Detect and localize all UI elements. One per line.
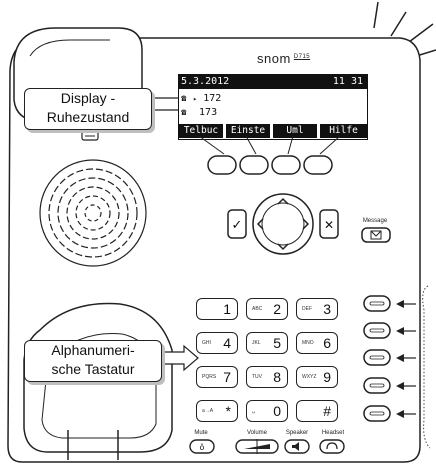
keypad-callout-arrow (159, 344, 199, 372)
arrow-left-icon (256, 218, 264, 230)
display-date: 5.3.2012 (181, 76, 230, 87)
check-icon: ✓ (232, 218, 243, 233)
keypad-key-letters: DEF (302, 306, 312, 312)
speaker-icon (292, 442, 299, 451)
keypad-key-digit: 1 (223, 301, 231, 317)
keypad-key-6[interactable]: MNO 6 (296, 332, 338, 354)
keypad-key-letters: MNO (302, 340, 314, 346)
envelope-icon (370, 230, 382, 240)
cancel-button[interactable] (319, 209, 339, 239)
display-status-bar: 5.3.2012 11 31 (179, 75, 367, 89)
keypad-key-letters: WXYZ (302, 374, 317, 380)
mute-button[interactable] (189, 439, 215, 454)
arrow-down-icon (277, 243, 289, 251)
ok-button[interactable] (227, 209, 247, 239)
lcd-display: 5.3.2012 11 31 ☎▸ 172 ☎ 173 Telbuc Einst… (178, 74, 368, 140)
keypad-key-7[interactable]: PQRS 7 (196, 366, 238, 388)
keypad-key-digit: 2 (273, 301, 281, 317)
keypad-key-digit: 9 (323, 369, 331, 385)
keypad-key-0[interactable]: ␣0 (246, 400, 288, 422)
keypad-key-letters: JKL (252, 340, 261, 346)
message-button[interactable] (360, 226, 392, 244)
softkey-connectors (198, 136, 341, 155)
function-key-2[interactable] (363, 322, 391, 339)
phone-line-icon: ☎ (181, 94, 187, 104)
bottom-key-row: ǒ (189, 439, 345, 454)
function-keys (363, 295, 391, 422)
arrow-up-icon (277, 197, 289, 205)
keypad-key-digit: 4 (223, 335, 231, 351)
function-key-5[interactable] (363, 405, 391, 422)
keypad-key-letters: a→A (202, 408, 214, 414)
keypad-key-letters: TUV (252, 374, 262, 380)
keypad-key-digit: 6 (323, 335, 331, 351)
softkey-label-transfer: Uml (273, 124, 317, 138)
keypad-key-digit: 3 (323, 301, 331, 317)
volume-label: Volume (246, 430, 267, 436)
keypad-key-digit: 7 (223, 369, 231, 385)
mute-label: Mute (194, 430, 208, 436)
keypad-key-1[interactable]: 1 (196, 298, 238, 320)
keypad-key-letters: GHI (202, 340, 211, 346)
speaker-grille (39, 159, 147, 267)
message-label: Message (362, 218, 388, 224)
arrow-right-icon (302, 218, 310, 230)
softkey-4[interactable] (303, 155, 333, 175)
softkey-label-settings: Einste (226, 124, 270, 138)
function-key-arrows (396, 300, 404, 418)
keypad-key-letters: ABC (252, 306, 263, 312)
function-key-4[interactable] (363, 377, 391, 394)
softkey-1[interactable] (207, 155, 237, 175)
navigation-center (261, 202, 305, 246)
microphone-icon: ǒ (200, 442, 205, 452)
function-keys-bracket (422, 285, 431, 449)
keypad-key-2[interactable]: ABC 2 (246, 298, 288, 320)
headset-icon (326, 442, 338, 450)
keypad-key-9[interactable]: WXYZ 9 (296, 366, 338, 388)
keypad-key-letters: ␣ (252, 408, 256, 414)
keypad-key-4[interactable]: GHI 4 (196, 332, 238, 354)
display-line-2: ☎ 173 (181, 107, 218, 118)
keypad-key-star[interactable]: a→A * (196, 400, 238, 422)
keypad-key-hash[interactable]: # (296, 400, 338, 422)
softkey-label-help: Hilfe (320, 124, 367, 138)
softkey-label-phonebook: Telbuc (179, 124, 223, 138)
keypad-key-digit: 5 (273, 335, 281, 351)
softkey-2[interactable] (239, 155, 269, 175)
function-key-1[interactable] (363, 295, 391, 312)
softkey-row (207, 155, 333, 175)
display-callout: Display - Ruhezustand (24, 88, 152, 130)
display-line-1: ☎▸ 172 (181, 93, 222, 104)
keypad-key-digit: # (323, 403, 331, 419)
softkey-3[interactable] (271, 155, 301, 175)
headset-label: Headset (321, 430, 345, 436)
phone-line-icon: ☎ (181, 108, 187, 118)
display-time: 11 31 (332, 76, 363, 87)
keypad-key-5[interactable]: JKL 5 (246, 332, 288, 354)
speaker-label: Speaker (285, 430, 309, 436)
keypad-key-letters: PQRS (202, 374, 217, 380)
keypad-key-3[interactable]: DEF 3 (296, 298, 338, 320)
cancel-icon: ✕ (324, 218, 334, 232)
keypad-key-digit: * (225, 403, 231, 419)
function-key-3[interactable] (363, 349, 391, 366)
keypad-key-digit: 0 (273, 403, 281, 419)
navigation-cluster: ✓ ✕ (227, 193, 339, 255)
keypad-callout: Alphanumeri- sche Tastatur (24, 340, 162, 382)
headset-button[interactable] (319, 439, 345, 454)
keypad-key-digit: 8 (273, 369, 281, 385)
keypad-key-8[interactable]: TUV 8 (246, 366, 288, 388)
